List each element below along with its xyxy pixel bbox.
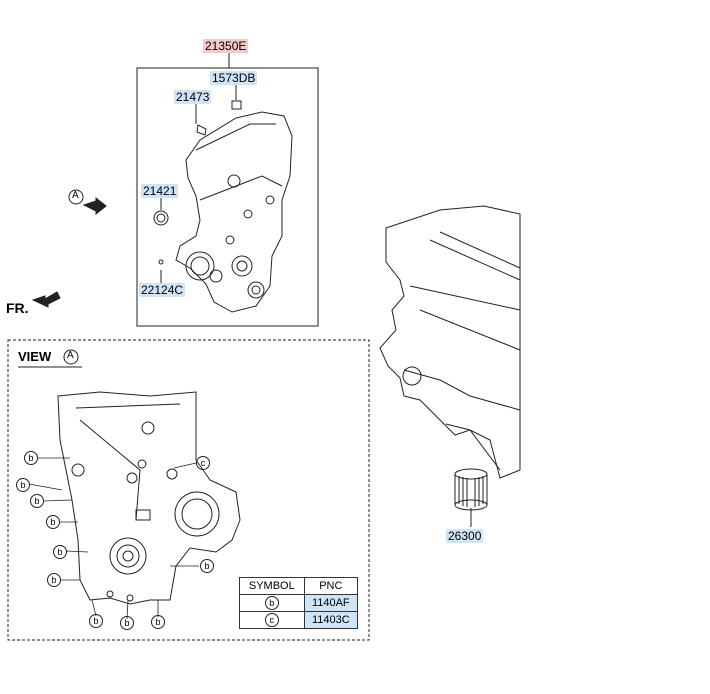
callout-1573DB[interactable]: 1573DB	[210, 71, 258, 85]
symbol-b-marker: b	[89, 614, 103, 628]
table-header-symbol: SYMBOL	[239, 577, 305, 595]
symbol-b-marker: b	[200, 559, 214, 573]
timing-cover-view	[57, 391, 241, 605]
table-row: c 11403C	[239, 611, 359, 629]
table-row: b 1140AF	[239, 594, 359, 612]
view-title-circle	[63, 349, 79, 365]
timing-cover-upper	[175, 100, 293, 313]
symbol-b-marker: b	[120, 616, 134, 630]
front-arrow	[31, 291, 61, 308]
symbol-b-marker: b	[30, 494, 44, 508]
symbol-b-marker: b	[151, 615, 165, 629]
seal-ring	[153, 210, 169, 226]
table-symbol: c	[264, 613, 279, 627]
symbol-b-marker: b	[47, 573, 61, 587]
table-header-pnc: PNC	[303, 577, 359, 595]
callout-22124C[interactable]: 22124C	[139, 283, 186, 297]
oil-filter-shape	[454, 468, 488, 527]
symbol-pnc-table: SYMBOL PNC b 1140AF c 11403C	[239, 577, 359, 629]
table-pnc[interactable]: 1140AF	[303, 594, 359, 612]
symbol-b-marker: b	[46, 515, 60, 529]
view-leaders	[28, 457, 199, 620]
symbol-b-marker: b	[16, 478, 30, 492]
view-title-letter: A	[67, 350, 74, 361]
callout-26300[interactable]: 26300	[446, 529, 484, 543]
front-label: FR.	[6, 300, 29, 316]
symbol-b-marker: b	[24, 451, 38, 465]
dowel-pin	[158, 259, 164, 265]
engine-block	[379, 205, 521, 479]
symbol-b-marker: b	[53, 545, 67, 559]
callout-21421[interactable]: 21421	[141, 184, 179, 198]
assembly-frame	[136, 67, 319, 327]
table-pnc[interactable]: 11403C	[303, 611, 359, 629]
symbol-c-marker: c	[196, 456, 210, 470]
view-arrow-circle	[68, 189, 84, 205]
table-symbol: b	[264, 596, 279, 610]
view-arrow-letter: A	[72, 190, 79, 201]
callout-21350E[interactable]: 21350E	[203, 39, 249, 53]
callout-21473[interactable]: 21473	[174, 90, 212, 104]
view-title: VIEW	[18, 349, 52, 364]
view-frame	[7, 339, 370, 641]
view-arrow	[82, 196, 107, 216]
